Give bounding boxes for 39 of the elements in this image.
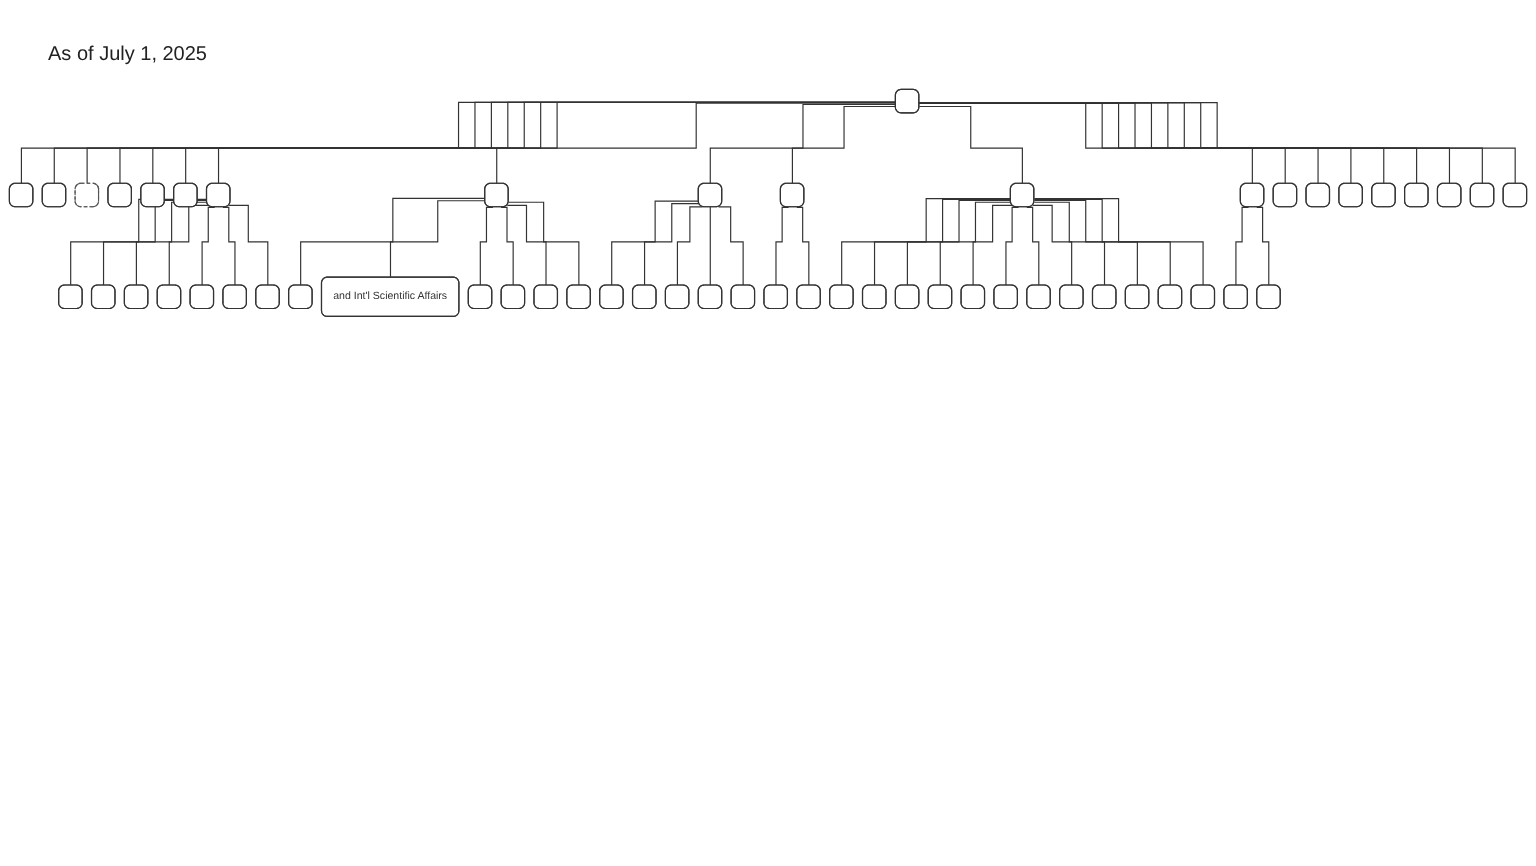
connector xyxy=(508,201,580,287)
connector xyxy=(796,206,810,287)
connector xyxy=(389,200,486,279)
connector xyxy=(102,199,208,287)
connector xyxy=(717,206,744,287)
connector xyxy=(1026,206,1040,287)
connector xyxy=(918,105,1024,185)
connector xyxy=(1033,199,1139,287)
connector xyxy=(972,204,1013,287)
connector xyxy=(1033,198,1172,287)
connector xyxy=(1235,206,1250,287)
connector xyxy=(496,102,897,185)
connector xyxy=(201,206,216,287)
connector xyxy=(500,206,515,287)
connector xyxy=(1032,204,1073,287)
connector xyxy=(1033,201,1106,287)
connector xyxy=(1033,198,1204,287)
date-note: As of July 1, 2025 xyxy=(48,44,207,66)
connector xyxy=(906,199,1012,287)
connector xyxy=(135,201,208,287)
connector xyxy=(479,206,494,287)
connector xyxy=(709,206,712,287)
connector xyxy=(1005,206,1020,287)
connector xyxy=(300,197,486,287)
connector xyxy=(775,206,790,287)
connector xyxy=(228,204,269,287)
connector xyxy=(168,204,210,287)
connector xyxy=(676,206,704,287)
connector xyxy=(1256,206,1270,287)
connector xyxy=(873,198,1012,287)
connector xyxy=(709,103,897,185)
connector xyxy=(506,204,547,287)
connector xyxy=(841,198,1012,287)
connector xyxy=(611,200,700,287)
connector xyxy=(70,198,208,287)
connector xyxy=(222,206,236,287)
connector xyxy=(939,201,1012,287)
connector xyxy=(644,203,700,287)
connector xyxy=(791,105,897,185)
